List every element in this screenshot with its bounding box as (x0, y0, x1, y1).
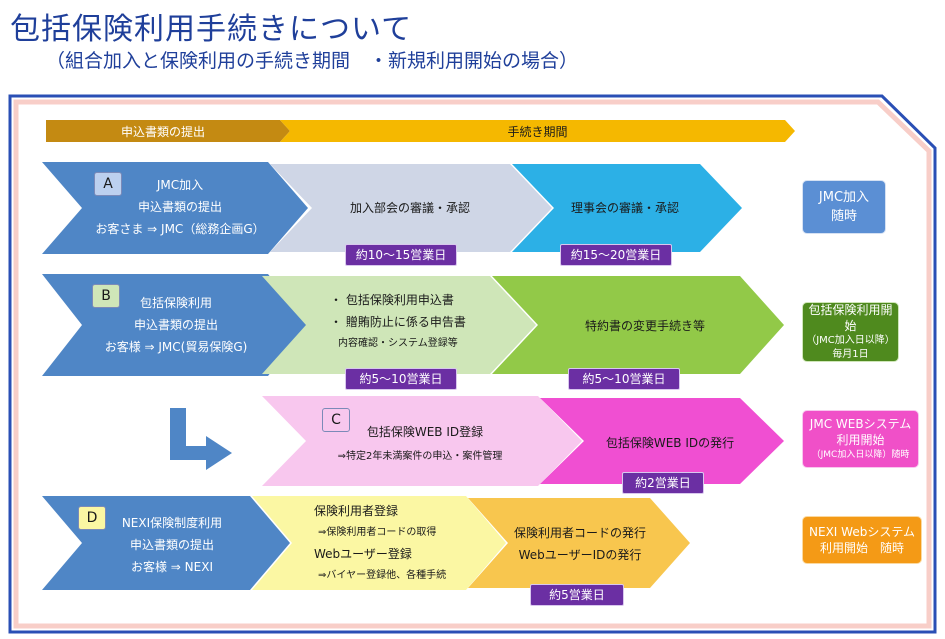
rowA-result-line-2: 随時 (830, 209, 857, 224)
rowC-step2-arrow (540, 398, 784, 484)
rowC-result: JMC WEBシステム 利用開始 （JMC加入日以降）随時 (802, 410, 919, 468)
rowB-step2-duration: 約5〜10営業日 (568, 368, 680, 390)
rowD-badge: D (78, 506, 106, 530)
rowD-line-2: 申込書類の提出 (129, 538, 214, 552)
rowB-result: 包括保険利用開始 （JMC加入日以降） 毎月1日 (802, 302, 899, 362)
rowD-result-line-2: 利用開始 随時 (819, 541, 904, 555)
rowA-line-1: JMC加入 (156, 178, 204, 192)
rowC-result-line-1: JMC WEBシステム (809, 417, 912, 431)
rowC-badge: C (322, 408, 350, 432)
rowD-step1-line-2: ⇒保険利用者コードの取得 (318, 527, 437, 538)
page-title: 包括保険利用手続きについて (10, 12, 413, 47)
rowB-line-2: 申込書類の提出 (133, 318, 218, 332)
rowA-step2-duration: 約15〜20営業日 (560, 244, 672, 266)
phase2-arrow (280, 120, 795, 142)
phase1-arrow (46, 120, 290, 142)
rowD-step2-arrow (468, 498, 690, 588)
rowA-step2-label: 理事会の審議・承認 (570, 201, 679, 215)
rowB-line-1: 包括保険利用 (139, 296, 212, 310)
rowD-result: NEXI Webシステム 利用開始 随時 (802, 516, 922, 564)
rowA-step1-arrow (270, 164, 552, 252)
rowA-step1-label: 加入部会の審議・承認 (349, 201, 470, 215)
rowA-line-3: お客さま ⇒ JMC（総務企画G） (95, 222, 265, 236)
rowA-result: JMC加入 随時 (802, 180, 886, 234)
rowD-result-line-1: NEXI Webシステム (809, 525, 915, 539)
outer-frame-glow (13, 99, 932, 629)
rowB-line-3: お客様 ⇒ JMC(貿易保険G) (104, 340, 248, 354)
rowA-step2-arrow (512, 164, 742, 252)
rowD-step1-line-1: 保険利用者登録 (314, 504, 399, 518)
rowB-step1-note: 内容確認・システム登録等 (338, 338, 458, 349)
rowB-step1-duration: 約5〜10営業日 (345, 368, 457, 390)
rowC-result-line-2: 利用開始 (836, 433, 885, 447)
rowB-step1-item-2: ・ 贈賄防止に係る申告書 (330, 315, 466, 329)
rowC-step2-label: 包括保険WEB IDの発行 (605, 436, 735, 450)
rowA-step1-duration: 約10〜15営業日 (345, 244, 457, 266)
rowD-step1-arrow (252, 496, 506, 590)
rowC-step1-label: 包括保険WEB ID登録 (366, 425, 484, 439)
rowD-step2-line-2: WebユーザーIDの発行 (518, 548, 642, 562)
rowB-result-line-3: 毎月1日 (832, 349, 869, 360)
rowB-step1-arrow (262, 276, 536, 374)
rowD-line-1: NEXI保険制度利用 (121, 516, 223, 530)
rowC-step1-arrow (262, 396, 582, 486)
rowB-result-line-2: （JMC加入日以降） (806, 335, 895, 346)
phase2-label: 手続き期間 (507, 125, 568, 139)
rowB-step2-arrow (492, 276, 784, 374)
rowB-step1-item-1: ・ 包括保険利用申込書 (330, 293, 454, 307)
rowD-step1-line-4: ⇒バイヤー登録他、各種手続 (318, 570, 447, 581)
connector-arrow (170, 408, 232, 470)
phase1-label: 申込書類の提出 (120, 125, 205, 139)
rowB-step2-label: 特約書の変更手続き等 (584, 319, 705, 333)
rowA-line-2: 申込書類の提出 (137, 200, 222, 214)
rowC-step1-note: ⇒特定2年未満案件の申込・案件管理 (337, 451, 503, 462)
rowB-result-line-1: 包括保険利用開始 (808, 303, 893, 333)
rowA-badge: A (94, 172, 122, 196)
rowB-badge: B (92, 284, 120, 308)
rowC-step2-duration: 約2営業日 (622, 472, 704, 494)
rowA-result-line-1: JMC加入 (818, 190, 870, 205)
rowD-step2-duration: 約5営業日 (530, 584, 624, 606)
rowD-line-3: お客様 ⇒ NEXI (130, 560, 213, 574)
rowD-step1-line-3: Webユーザー登録 (314, 547, 412, 561)
rowD-step2-line-1: 保険利用者コードの発行 (513, 526, 646, 540)
rowC-result-line-3: （JMC加入日以降）随時 (811, 450, 910, 460)
page-subtitle: （組合加入と保険利用の手続き期間 ・新規利用開始の場合） (46, 50, 579, 72)
